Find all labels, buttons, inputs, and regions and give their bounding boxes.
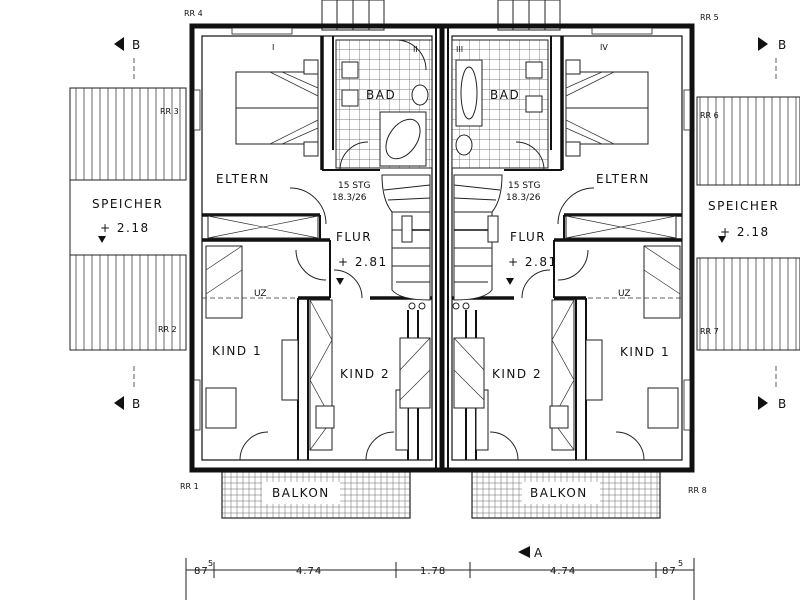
- roof-marker-rr5: RR 5: [700, 13, 719, 22]
- room-label-bad-right: BAD: [490, 88, 520, 102]
- section-mark-b-top-right: B: [778, 38, 788, 52]
- dimension-edge-left: 87: [194, 566, 209, 577]
- room-label-eltern-right: ELTERN: [596, 172, 650, 186]
- level-markers: [98, 236, 726, 285]
- section-mark-b-bottom-left: B: [132, 397, 142, 411]
- room-label-balkon-left: BALKON: [272, 486, 330, 500]
- dimension-edge-left-sup: 5: [208, 559, 213, 568]
- kind-furniture: [205, 245, 681, 429]
- section-mark-a: A: [534, 546, 544, 560]
- stair-count-right: 15 STG: [508, 181, 541, 191]
- outer-walls: [189, 23, 695, 473]
- room-label-flur-right: FLUR: [510, 230, 546, 244]
- doors: [239, 141, 645, 461]
- bed-right: [565, 59, 649, 157]
- dimension-line: [185, 558, 695, 600]
- stair-ratio-right: 18.3/26: [506, 193, 541, 203]
- bed-left: [235, 59, 319, 157]
- room-label-kind1-left: KIND 1: [212, 344, 262, 358]
- balkon-right: [471, 471, 661, 519]
- dimension-edge-right: 87: [662, 566, 677, 577]
- stair-ratio-left: 18.3/26: [332, 193, 367, 203]
- roof-marker-rr8: RR 8: [688, 486, 707, 495]
- numeral-i: I: [272, 43, 274, 52]
- stairs-right: [452, 174, 503, 310]
- level-flur-left: + 2.81: [338, 255, 388, 269]
- room-label-kind1-right: KIND 1: [620, 345, 670, 359]
- stair-count-left: 15 STG: [338, 181, 371, 191]
- stairs-left: [381, 174, 431, 310]
- dimension-edge-right-sup: 5: [678, 559, 683, 568]
- roof-marker-rr1: RR 1: [180, 482, 199, 491]
- level-flur-right: + 2.81: [508, 255, 558, 269]
- roof-marker-rr2: RR 2: [158, 325, 177, 334]
- level-speicher-left: + 2.18: [100, 221, 150, 235]
- speicher-left: [69, 87, 187, 351]
- roof-marker-rr6: RR 6: [700, 111, 719, 120]
- section-marks: [114, 37, 777, 558]
- dimension-middle: 1.78: [420, 566, 446, 577]
- dimension-unit-right: 4.74: [550, 566, 576, 577]
- label-uz-right: UZ: [618, 289, 631, 299]
- balkon-left: [221, 471, 411, 519]
- room-label-kind2-right: KIND 2: [492, 367, 542, 381]
- numeral-iv: IV: [600, 43, 608, 52]
- room-label-balkon-right: BALKON: [530, 486, 588, 500]
- label-uz-left: UZ: [254, 289, 267, 299]
- dimension-unit-left: 4.74: [296, 566, 322, 577]
- numeral-iii: III: [456, 45, 463, 54]
- room-label-eltern-left: ELTERN: [216, 172, 270, 186]
- speicher-right: [696, 96, 800, 351]
- roof-marker-rr4: RR 4: [184, 9, 203, 18]
- section-mark-b-bottom-right: B: [778, 397, 788, 411]
- room-label-speicher-left: SPEICHER: [92, 197, 163, 211]
- roof-marker-rr3: RR 3: [160, 107, 179, 116]
- room-label-flur-left: FLUR: [336, 230, 372, 244]
- room-label-speicher-right: SPEICHER: [708, 199, 779, 213]
- level-speicher-right: + 2.18: [720, 225, 770, 239]
- room-label-bad-left: BAD: [366, 88, 396, 102]
- windows: [193, 27, 691, 431]
- section-mark-b-top-left: B: [132, 38, 142, 52]
- numeral-ii: II: [413, 45, 418, 54]
- roof-marker-rr7: RR 7: [700, 327, 719, 336]
- room-label-kind2-left: KIND 2: [340, 367, 390, 381]
